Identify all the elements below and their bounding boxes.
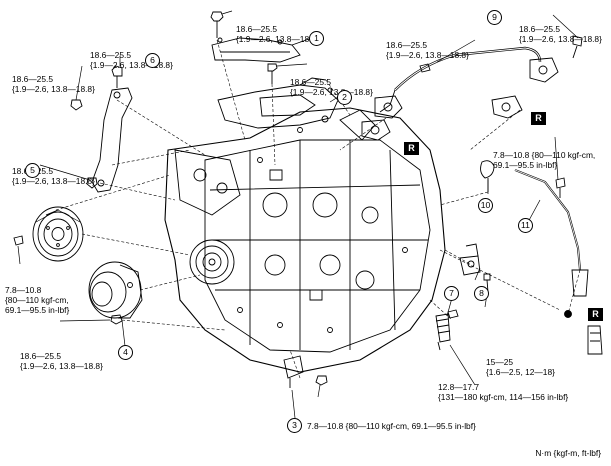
callout-1: 1	[309, 31, 324, 46]
tensioner-4	[88, 261, 143, 325]
torque-label-pulley-bolt: 7.8—10.8{80—110 kgf-cm,69.1—95.5 in-lbf}	[5, 285, 70, 315]
pulley-5	[13, 206, 84, 262]
torque-label-far-left: 18.6—25.5{1.9—2.6, 13.8—18.8}	[12, 74, 95, 94]
callout-11: 11	[518, 218, 533, 233]
engine-block	[164, 107, 446, 373]
torque-label-pipe: 18.6—25.5{1.9—2.6, 13.8—18.8}	[386, 40, 469, 60]
callout-10: 10	[478, 198, 493, 213]
torque-label-top-center: 18.6—25.5{1.9—2.6, 13.8—18.8}	[236, 24, 319, 44]
torque-label-top-right: 18.6—25.5{1.9—2.6, 13.8—18.8}	[519, 24, 602, 44]
torque-label-right-mid: 7.8—10.8 {80—110 kgf-cm,69.1—95.5 in-lbf…	[493, 150, 596, 170]
torque-label-sensor-8: 15—25{1.6—2.5, 12—18}	[486, 357, 555, 377]
leader-lines	[17, 10, 579, 419]
bracket-1	[210, 11, 301, 84]
torque-label-left-bracket: 18.6—25.5{1.9—2.6, 13.8—18.8}	[90, 50, 173, 70]
torque-label-bottom: 7.8—10.8 {80—110 kgf-cm, 69.1—95.5 in-lb…	[307, 421, 476, 431]
callout-6: 6	[145, 53, 160, 68]
callout-9: 9	[487, 10, 502, 25]
bracket-2	[217, 77, 339, 129]
callout-8: 8	[474, 286, 489, 301]
torque-label-mid-left: 18.6—25.5{1.9—2.6, 13.8—18.8}	[12, 166, 95, 186]
callout-2: 2	[337, 90, 352, 105]
torque-label-tensioner: 18.6—25.5{1.9—2.6, 13.8—18.8}	[20, 351, 103, 371]
torque-label-plug-7: 12.8—17.7{131—180 kgf-cm, 114—156 in-lbf…	[438, 382, 569, 402]
callout-7: 7	[444, 286, 459, 301]
sensor-3	[283, 355, 328, 388]
replace-badge-oring: R	[588, 308, 603, 321]
sensor-8	[459, 243, 491, 293]
callout-5: 5	[25, 163, 40, 178]
units-label: N·m {kgf-m, ft-lbf}	[535, 448, 601, 458]
callout-3: 3	[287, 418, 302, 433]
sensor-7	[435, 309, 459, 351]
replace-badge-gasket-left: R	[404, 142, 419, 155]
bracket-6	[70, 65, 133, 193]
dashed-guides	[55, 39, 581, 379]
water-pipe-9	[361, 35, 583, 141]
callout-4: 4	[118, 345, 133, 360]
replace-badge-gasket-right: R	[531, 112, 546, 125]
torque-label-bracket-bolt: 18.6—25.5{1.9—2.6, 13.8—18.8}	[290, 77, 373, 97]
